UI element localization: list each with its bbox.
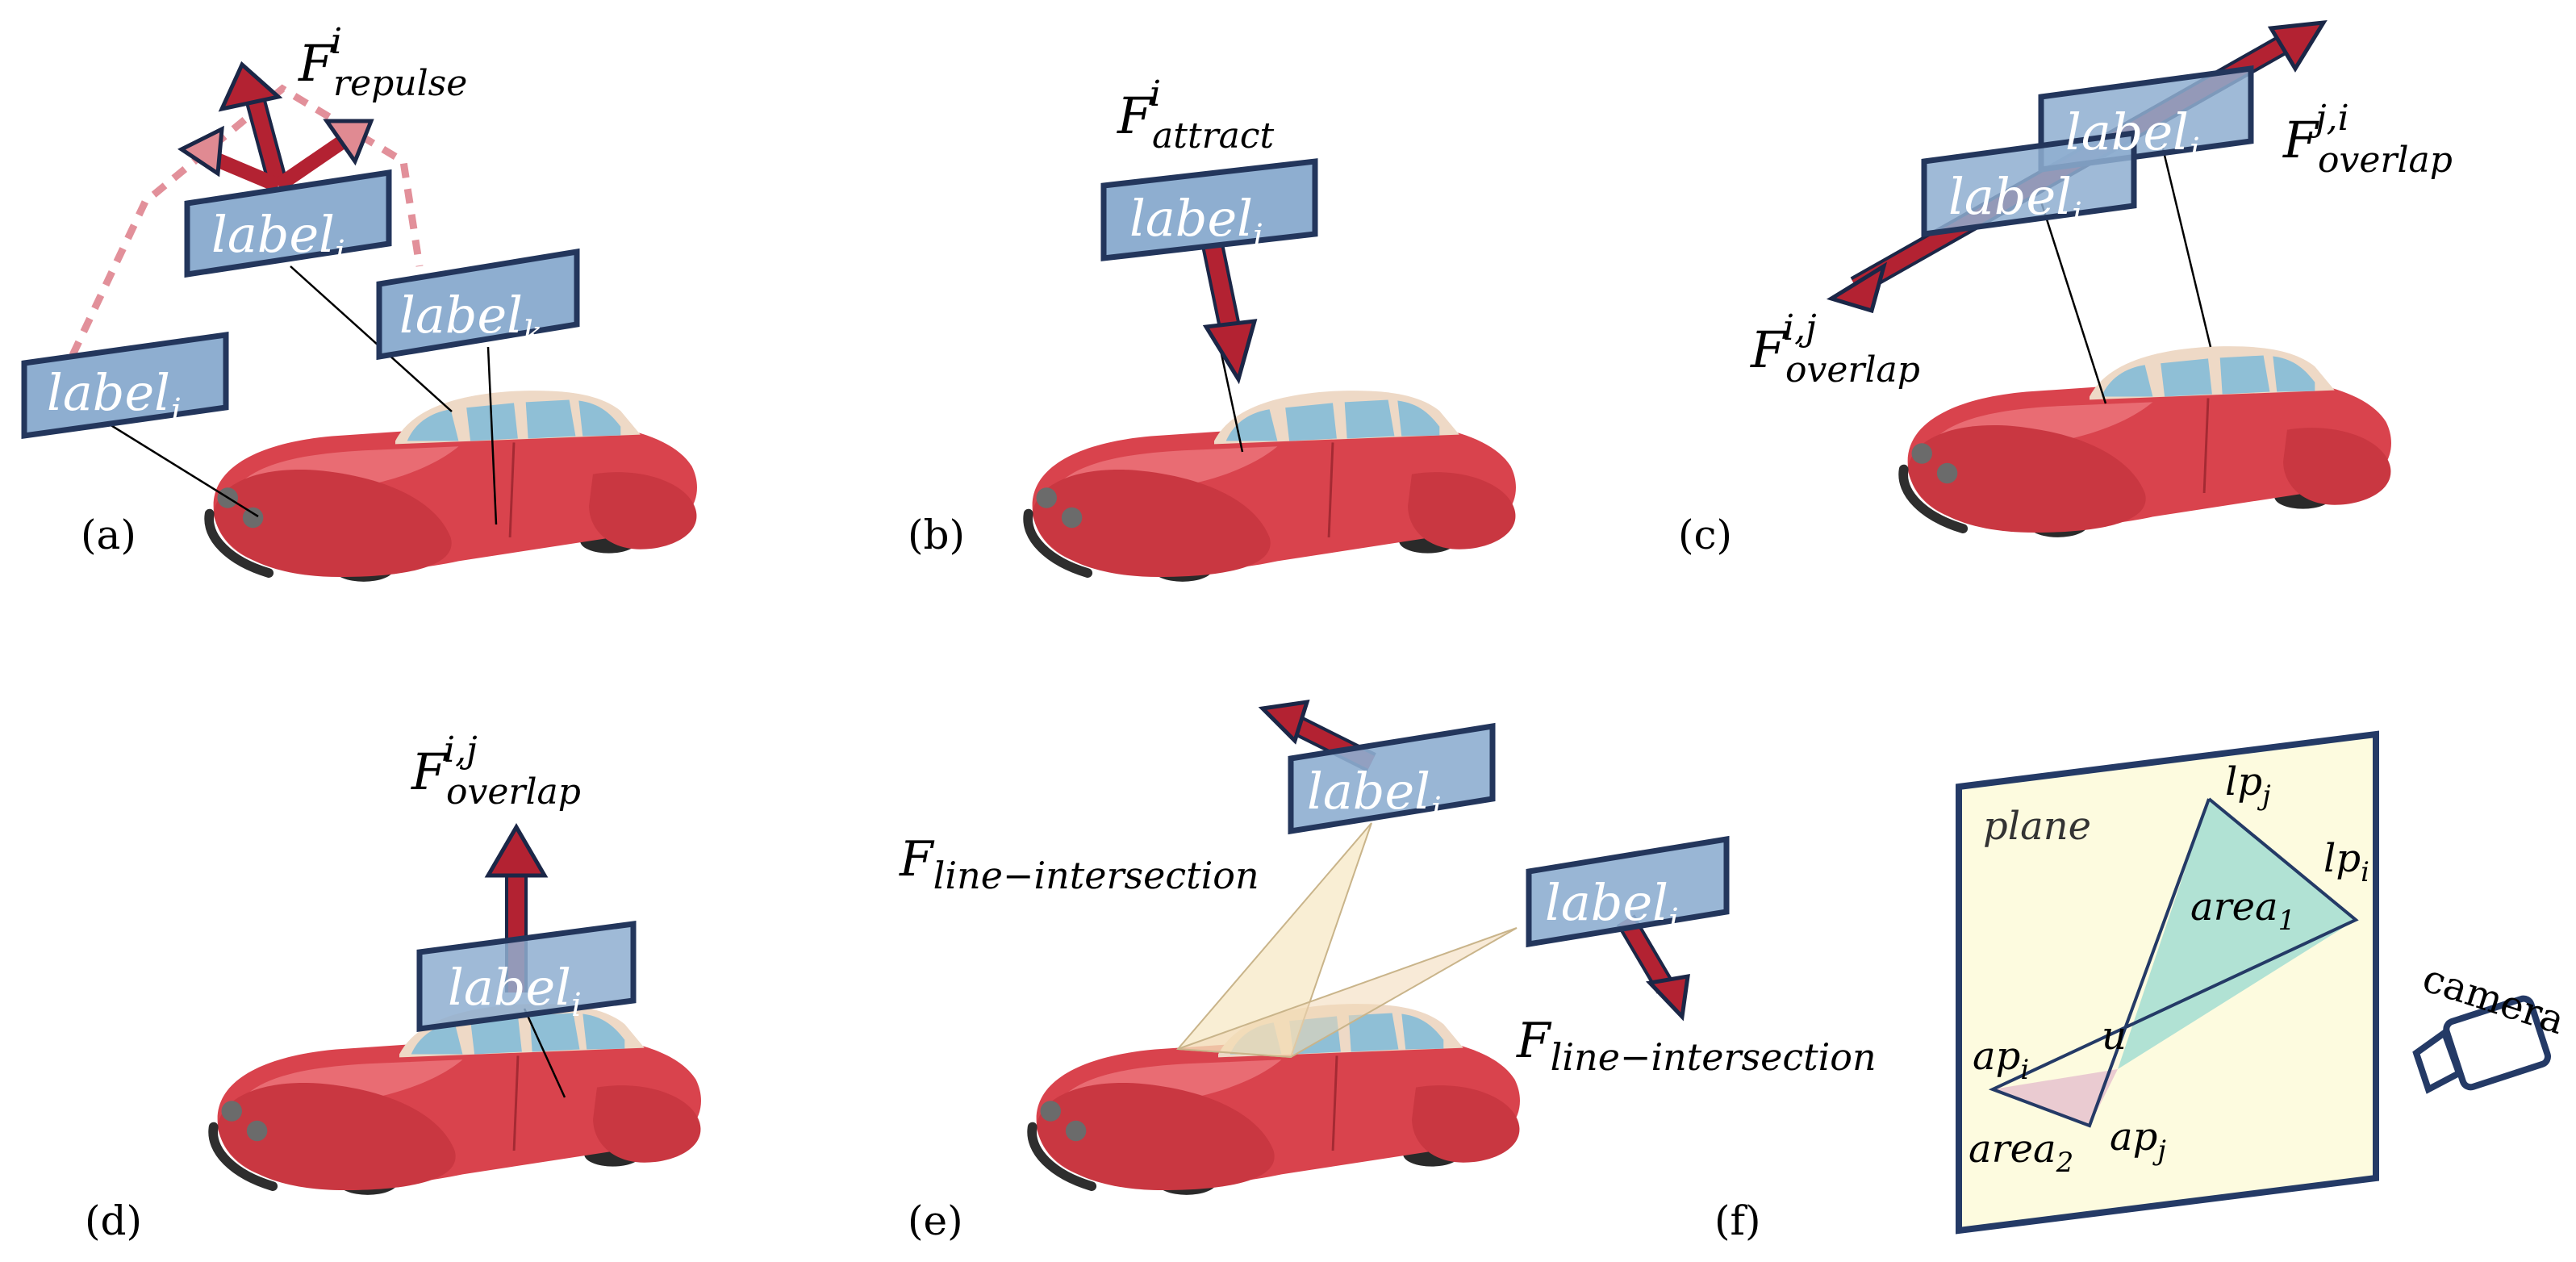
label-i-text-e: labeli xyxy=(1545,873,1679,939)
label-i-box-e xyxy=(1526,835,1730,948)
car-d xyxy=(213,1004,701,1195)
force-line-intersection-top: Fline−intersection xyxy=(899,831,1259,897)
leader-line-cj xyxy=(2161,144,2212,348)
label-i-box-d xyxy=(416,921,637,1032)
leader-line-j xyxy=(88,410,259,518)
car-b xyxy=(1028,391,1516,582)
caption-f: (f) xyxy=(1714,1197,1761,1244)
panel-d: labeli Foverlapi,j (d) xyxy=(85,729,701,1244)
area2-triangle xyxy=(1993,1069,2118,1126)
repulse-dashed-lines xyxy=(69,84,424,357)
label-j-box-e xyxy=(1288,722,1496,835)
force-line-intersection-bottom: Fline−intersection xyxy=(1516,1013,1877,1079)
caption-c: (c) xyxy=(1678,512,1732,558)
force-repulse-label: Frepulsei xyxy=(298,21,467,104)
leader-line-ci xyxy=(2040,201,2107,404)
force-attract-label: Fattracti xyxy=(1117,73,1275,157)
leader-line-d xyxy=(523,1008,566,1098)
force-overlap-ij-label: Foverlapi,j xyxy=(1750,307,1920,391)
panel-c: labelj labeli Foverlapj,i Foverlapi,j (c… xyxy=(1678,19,2453,558)
intersection-triangle-i xyxy=(1177,927,1518,1059)
label-i-box-b xyxy=(1100,158,1318,261)
panel-b: labeli Fattracti (b) xyxy=(908,73,1516,582)
panel-e: labelj labeli Fline−intersection Fline−i… xyxy=(899,699,1877,1244)
area1-label: area1 xyxy=(2190,884,2295,937)
ap-j-label: apj xyxy=(2110,1114,2166,1167)
label-j-text-a: labelj xyxy=(47,363,180,429)
ap-i-label: api xyxy=(1973,1034,2029,1086)
car-c xyxy=(1903,346,2391,537)
force-overlap-ji-label: Foverlapj,i xyxy=(2282,98,2453,181)
car-a xyxy=(209,391,697,582)
label-i-text-a: labeli xyxy=(211,205,345,271)
camera-icon xyxy=(2412,995,2551,1094)
label-k-text-a: labelk xyxy=(399,286,542,352)
lp-j-label: lpj xyxy=(2225,759,2271,812)
plane-label: plane xyxy=(1983,804,2091,849)
repulse-arrows xyxy=(177,61,374,193)
label-i-text-b: labeli xyxy=(1129,189,1263,255)
label-j-text-e: labelj xyxy=(1307,762,1440,828)
label-k-box-a xyxy=(376,248,580,361)
label-i-box-c xyxy=(1921,129,2137,238)
label-j-box-a xyxy=(21,331,229,440)
leader-line-k xyxy=(486,346,498,525)
lp-i-label: lpi xyxy=(2323,836,2369,888)
u-label: u xyxy=(2102,1013,2127,1059)
caption-b: (b) xyxy=(908,512,965,558)
label-i-box-a xyxy=(184,169,392,278)
caption-a: (a) xyxy=(81,512,136,558)
panel-a: labeli labelj labelk Frepulsei (a) xyxy=(21,21,697,582)
caption-e: (e) xyxy=(908,1197,963,1244)
projection-lines xyxy=(1988,797,2359,1128)
leader-line-i xyxy=(290,265,453,412)
label-i-text-c: labeli xyxy=(1948,167,2082,233)
force-overlap-d-label: Foverlapi,j xyxy=(411,729,581,813)
area2-label: area2 xyxy=(1969,1126,2073,1179)
caption-d: (d) xyxy=(85,1197,142,1244)
label-j-text-c: labelj xyxy=(2065,102,2198,169)
leader-line-b xyxy=(1217,338,1244,453)
panel-f: plane lpj lpi area1 u api apj area2 came… xyxy=(1714,730,2570,1244)
label-i-text-d: labeli xyxy=(448,958,582,1024)
